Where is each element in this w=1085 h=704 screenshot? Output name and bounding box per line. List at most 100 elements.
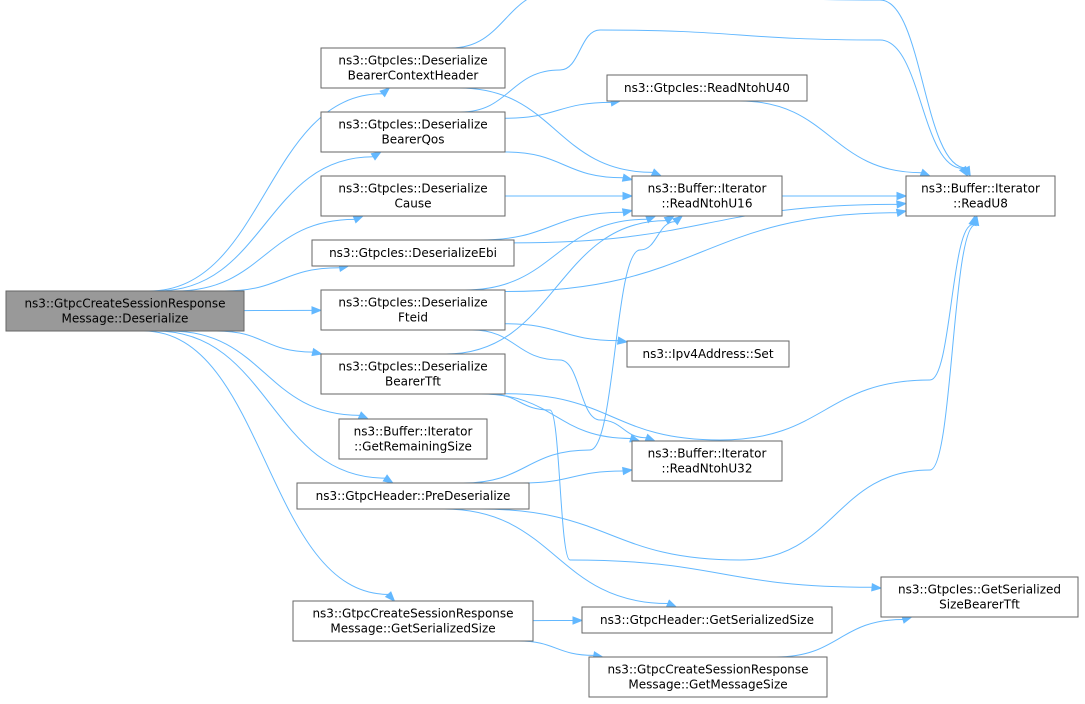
- edge-cgs-to-gms: [518, 640, 604, 660]
- arrowhead-icon: [352, 215, 365, 224]
- node-debi[interactable]: ns3::GtpcIes::DeserializeEbi: [311, 239, 515, 267]
- edge-ghp-to-hgs: [443, 508, 678, 608]
- node-ipv4[interactable]: ns3::Ipv4Address::Set: [626, 340, 790, 368]
- node-dbch[interactable]: ns3::GtpcIes::DeserializeBearerContextHe…: [320, 47, 506, 89]
- node-ghp[interactable]: ns3::GtpcHeader::PreDeserialize: [296, 482, 530, 510]
- edge-line: [479, 224, 976, 561]
- node-label: ns3::GtpcCreateSessionResponse: [24, 297, 225, 311]
- node-box: [588, 656, 828, 698]
- edge-line: [450, 0, 967, 169]
- edge-ghp-to-rn16: [463, 215, 684, 484]
- edges-layer: [143, 0, 980, 660]
- edge-line: [504, 101, 612, 119]
- edge-root-to-dbt: [216, 330, 323, 357]
- edge-line: [143, 330, 389, 595]
- node-root[interactable]: ns3::GtpcCreateSessionResponseMessage::D…: [5, 290, 245, 332]
- edge-cgs-to-hgs: [532, 616, 584, 625]
- edge-line: [522, 470, 624, 484]
- edge-root-to-cgs: [143, 330, 396, 603]
- node-label: ns3::Buffer::Iterator: [648, 447, 767, 461]
- arrowhead-icon: [896, 200, 908, 209]
- arrowhead-icon: [958, 165, 969, 178]
- edge-line: [504, 323, 619, 342]
- node-label: ns3::GtpcHeader::PreDeserialize: [316, 489, 511, 503]
- edge-line: [480, 211, 624, 241]
- edge-line: [739, 100, 922, 174]
- node-gms[interactable]: ns3::GtpcCreateSessionResponseMessage::G…: [588, 656, 828, 698]
- node-label: ns3::GtpcCreateSessionResponse: [607, 663, 808, 677]
- node-box: [320, 353, 506, 395]
- arrowhead-icon: [970, 214, 980, 227]
- node-box: [320, 111, 506, 153]
- edge-line: [458, 87, 653, 173]
- arrowhead-icon: [621, 173, 634, 182]
- edge-df-to-rn16: [464, 215, 657, 291]
- edge-root-to-ghp: [156, 330, 394, 484]
- edge-line: [504, 212, 898, 293]
- node-label: Fteid: [398, 311, 428, 325]
- edge-line: [443, 508, 668, 605]
- node-label: ns3::GtpcIes::Deserialize: [338, 296, 487, 310]
- node-rn32[interactable]: ns3::Buffer::Iterator::ReadNtohU32: [631, 440, 783, 482]
- node-label: ::ReadU8: [953, 197, 1008, 211]
- node-label: ns3::GtpcIes::Deserialize: [338, 182, 487, 196]
- node-label: ns3::GtpcHeader::GetSerializedSize: [600, 613, 814, 627]
- arrowhead-icon: [370, 151, 382, 161]
- edge-debi-to-ru8: [513, 200, 908, 244]
- arrowhead-icon: [650, 168, 663, 177]
- edge-root-to-dbch: [148, 87, 391, 292]
- arrowhead-icon: [672, 215, 684, 226]
- edge-line: [148, 93, 383, 292]
- edge-dbq-to-rn40: [504, 98, 622, 119]
- edge-ghp-to-rn32: [522, 466, 634, 484]
- arrowhead-icon: [665, 599, 678, 608]
- arrowhead-icon: [616, 336, 629, 345]
- node-ru8[interactable]: ns3::Buffer::Iterator::ReadU8: [905, 175, 1056, 217]
- node-box: [338, 418, 488, 460]
- node-box: [320, 289, 506, 331]
- node-label: ns3::Buffer::Iterator: [354, 425, 473, 439]
- node-label: ns3::Ipv4Address::Set: [642, 347, 773, 361]
- node-rn16[interactable]: ns3::Buffer::Iterator::ReadNtohU16: [631, 175, 783, 217]
- edge-line: [156, 330, 386, 479]
- arrowhead-icon: [382, 474, 394, 484]
- edge-df-to-ipv4: [504, 323, 629, 345]
- edge-line: [518, 640, 594, 656]
- arrowhead-icon: [572, 616, 584, 625]
- node-label: BearerTft: [385, 375, 441, 389]
- edge-line: [157, 156, 374, 292]
- node-label: ns3::GtpcIes::DeserializeEbi: [329, 246, 497, 260]
- edge-dbt-to-ru8: [504, 214, 977, 441]
- edge-line: [175, 218, 355, 292]
- edge-line: [446, 220, 667, 355]
- edge-line: [216, 330, 313, 353]
- node-box: [631, 440, 783, 482]
- node-cgs[interactable]: ns3::GtpcCreateSessionResponseMessage::G…: [292, 600, 534, 642]
- edge-df-to-ru8: [504, 208, 908, 293]
- edge-line: [463, 221, 676, 484]
- arrowhead-icon: [621, 208, 634, 217]
- node-label: BearerContextHeader: [348, 69, 479, 83]
- node-grs[interactable]: ns3::Buffer::Iterator::GetRemainingSize: [338, 418, 488, 460]
- node-rn40[interactable]: ns3::GtpcIes::ReadNtohU40: [606, 74, 808, 102]
- node-box: [905, 175, 1056, 217]
- edge-line: [489, 393, 873, 588]
- edge-line: [169, 330, 360, 416]
- node-box: [320, 175, 506, 217]
- edge-dbch-to-rn16: [458, 87, 663, 177]
- node-box: [626, 340, 790, 368]
- edge-dbq-to-rn16: [504, 151, 634, 182]
- edge-line: [775, 619, 903, 658]
- arrowhead-icon: [663, 215, 676, 225]
- arrowhead-icon: [896, 191, 908, 201]
- edge-line: [471, 329, 647, 439]
- edge-root-to-dc: [175, 215, 365, 292]
- node-hgs[interactable]: ns3::GtpcHeader::GetSerializedSize: [581, 606, 833, 634]
- node-label: ::GetRemainingSize: [354, 440, 472, 454]
- edge-debi-to-rn16: [480, 208, 634, 241]
